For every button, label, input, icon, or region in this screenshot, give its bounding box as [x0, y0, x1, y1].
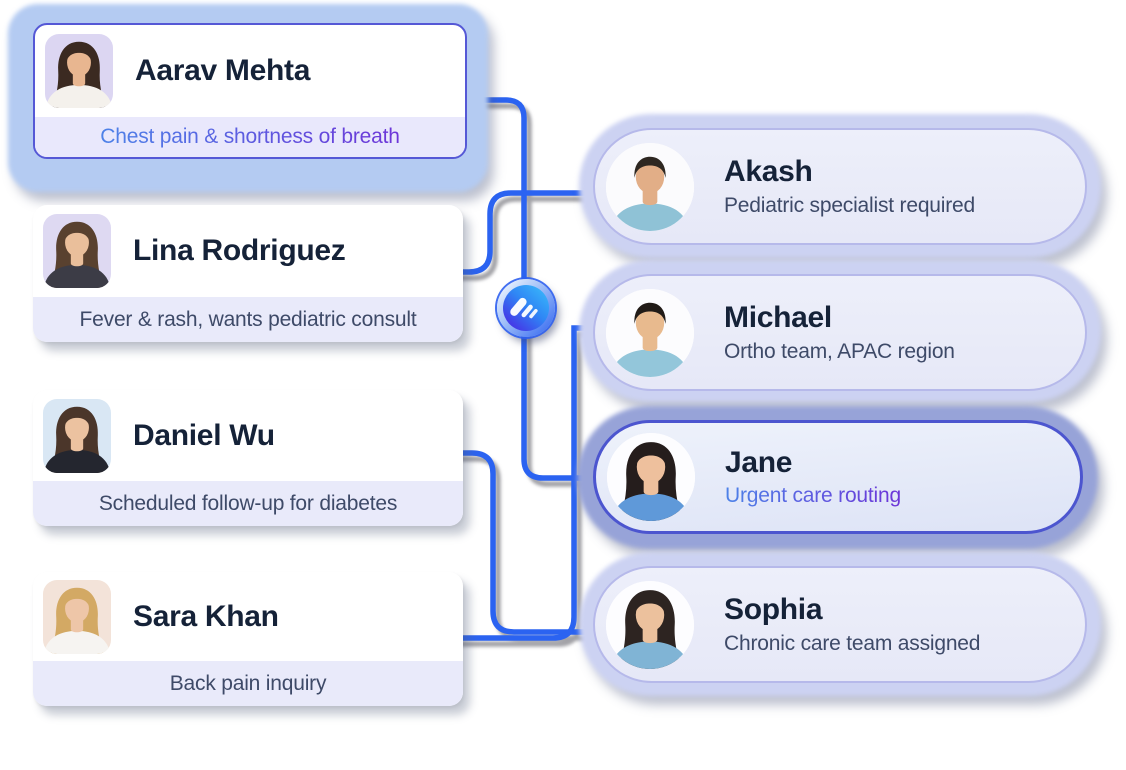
- specialist-name: Jane: [725, 445, 793, 479]
- connector-sara-to-michael: [449, 325, 603, 641]
- specialist-name: Michael: [724, 301, 832, 335]
- specialist-avatar: [606, 580, 694, 669]
- patient-note: Fever & rash, wants pediatric consult: [79, 307, 417, 331]
- specialist-name: Akash: [724, 155, 813, 189]
- specialist-avatar: [607, 433, 695, 521]
- specialist-card-akash[interactable]: Akash Pediatric specialist required: [593, 128, 1087, 245]
- patient-avatar: [45, 34, 113, 108]
- patient-card-sara[interactable]: Sara Khan Back pain inquiry: [33, 572, 463, 706]
- specialist-name: Sophia: [724, 593, 823, 627]
- patient-avatar: [43, 399, 111, 473]
- hub-logo-slashes-icon: [503, 285, 549, 331]
- specialist-card-jane[interactable]: Jane Urgent care routing: [593, 420, 1083, 534]
- specialist-note: Pediatric specialist required: [724, 193, 975, 217]
- specialist-note: Urgent care routing: [725, 484, 901, 508]
- patient-name: Daniel Wu: [133, 418, 275, 452]
- specialist-card-sophia[interactable]: Sophia Chronic care team assigned: [593, 566, 1087, 683]
- patient-note: Scheduled follow-up for diabetes: [98, 491, 398, 515]
- specialist-note: Ortho team, APAC region: [724, 339, 955, 363]
- patient-avatar: [43, 214, 111, 288]
- patient-note: Chest pain & shortness of breath: [100, 125, 400, 148]
- routing-hub-logo-icon: [497, 279, 555, 337]
- specialist-card-michael[interactable]: Michael Ortho team, APAC region: [593, 274, 1087, 391]
- patient-card-aarav[interactable]: Aarav Mehta Chest pain & shortness of br…: [33, 23, 467, 159]
- patient-name: Lina Rodriguez: [133, 234, 346, 267]
- specialist-note: Chronic care team assigned: [724, 631, 981, 655]
- patient-note: Back pain inquiry: [169, 671, 327, 695]
- patient-card-daniel[interactable]: Daniel Wu Scheduled follow-up for diabet…: [33, 390, 463, 526]
- connector-lina-to-akash: [449, 190, 607, 275]
- patient-avatar: [43, 580, 111, 654]
- patient-name: Sara Khan: [133, 599, 279, 633]
- patient-card-lina[interactable]: Lina Rodriguez Fever & rash, wants pedia…: [33, 205, 463, 342]
- specialist-avatar: [606, 142, 694, 231]
- patient-name: Aarav Mehta: [135, 54, 311, 87]
- connector-daniel-to-sophia: [449, 450, 615, 635]
- specialist-avatar: [606, 288, 694, 377]
